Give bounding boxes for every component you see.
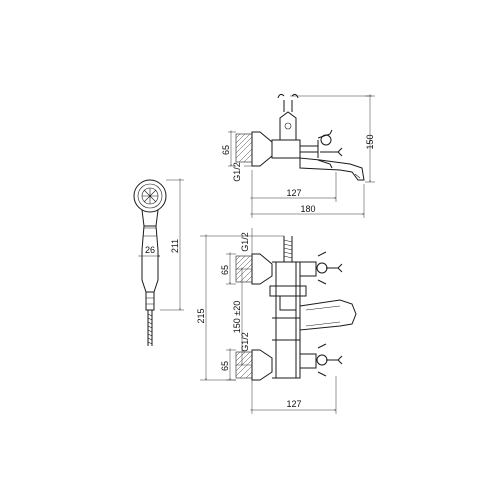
thread-label-top: G1/2 [232,162,242,182]
thread-label-front-bottom: G1/2 [240,332,250,352]
dim-26-label: 26 [145,245,155,255]
hand-shower [133,179,167,346]
dim-150: 150 [365,96,375,182]
mixer-side-view [235,93,365,181]
wall-section-lower [235,351,253,379]
dim-150-20-label: 150 ±20 [232,301,242,333]
dim-127-top: 127 [252,170,336,202]
dim-211: 211 [160,180,184,310]
dim-127-front: 127 [252,376,336,414]
wall-section-top [235,133,253,163]
dim-65-front-top: 65 [220,254,236,284]
mixer-front-view [235,236,357,381]
dim-150-label: 150 [365,134,375,149]
dim-65-top-label: 65 [221,145,231,155]
dim-65-top: 65 [221,132,236,166]
dim-127-front-label: 127 [286,399,301,409]
dim-26: 26 [140,245,160,256]
dim-215-label: 215 [196,308,206,323]
dim-150-20: 150 ±20 [232,269,252,365]
dim-211-label: 211 [170,239,180,253]
dim-65-front-top-label: 65 [220,265,230,275]
dim-65-front-bottom-label: 65 [220,361,230,371]
dim-180: 180 [252,184,364,218]
thread-label-front-top: G1/2 [240,232,250,252]
dim-127-top-label: 127 [286,188,301,198]
dim-180-label: 180 [300,204,315,214]
dim-65-front-bottom: 65 [220,350,236,380]
